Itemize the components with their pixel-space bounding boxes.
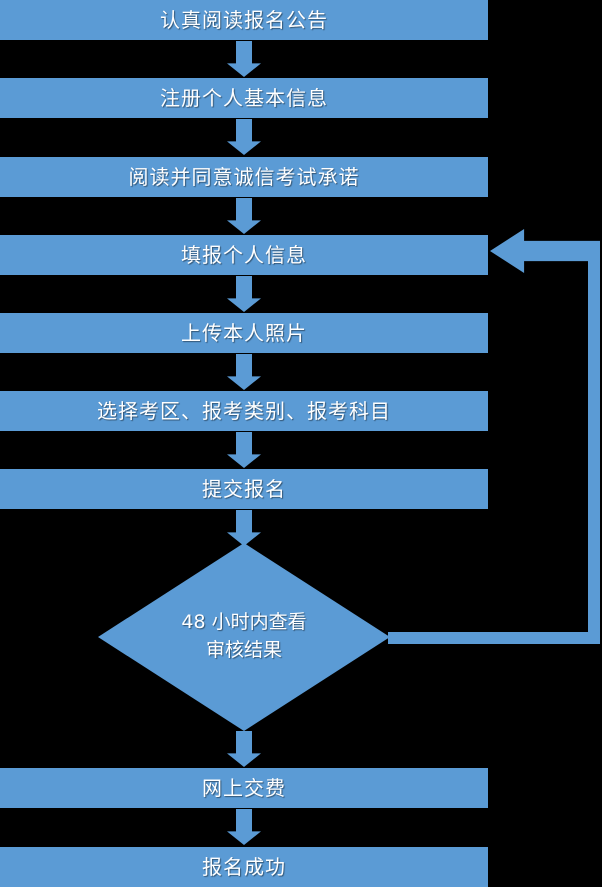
flow-arrow-down-5 [227,354,261,390]
process-node-label: 报名成功 [202,855,286,879]
process-node-n2[interactable]: 注册个人基本信息 [0,78,488,118]
flow-arrow-down-1 [227,41,261,77]
flow-arrow-down-7 [227,510,261,546]
decision-node-label: 48 小时内查看 审核结果 [181,609,306,664]
process-node-label: 注册个人基本信息 [160,86,328,110]
flow-arrow-down-3 [227,198,261,234]
flow-arrow-down-4 [227,276,261,312]
process-node-label: 网上交费 [202,776,286,800]
decision-label-line-1: 48 小时内查看 [181,611,307,634]
flow-arrow-down-9 [227,809,261,845]
process-node-n1[interactable]: 认真阅读报名公告 [0,0,488,40]
feedback-loop-right-segment [588,244,600,644]
process-node-n5[interactable]: 上传本人照片 [0,313,488,353]
process-node-label: 选择考区、报考类别、报考科目 [97,399,391,423]
flow-arrow-down-2 [227,119,261,155]
process-node-label: 填报个人信息 [181,243,307,267]
feedback-loop-arrowhead [490,229,600,273]
process-node-n7[interactable]: 提交报名 [0,469,488,509]
flow-arrow-down-8 [227,731,261,767]
process-node-n3[interactable]: 阅读并同意诚信考试承诺 [0,157,488,197]
process-node-n4[interactable]: 填报个人信息 [0,235,488,275]
feedback-loop-bottom-segment [388,632,600,644]
process-node-label: 提交报名 [202,477,286,501]
process-node-label: 上传本人照片 [181,321,307,345]
decision-label-line-2: 审核结果 [205,639,282,661]
process-node-label: 认真阅读报名公告 [160,8,328,32]
process-node-n6[interactable]: 选择考区、报考类别、报考科目 [0,391,488,431]
process-node-n9[interactable]: 网上交费 [0,768,488,808]
process-node-n10[interactable]: 报名成功 [0,847,488,887]
flow-arrow-down-6 [227,432,261,468]
decision-node-n8[interactable]: 48 小时内查看 审核结果 [98,543,390,731]
process-node-label: 阅读并同意诚信考试承诺 [128,165,360,189]
